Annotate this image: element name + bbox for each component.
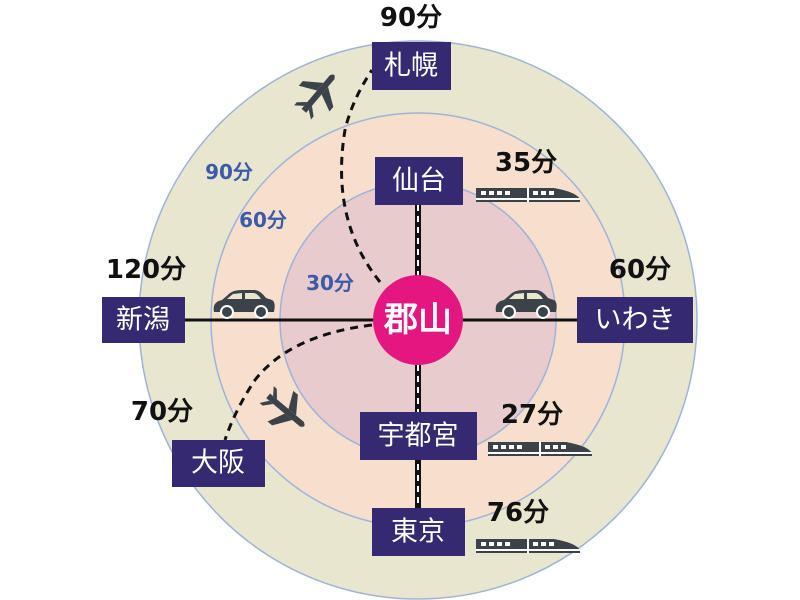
svg-text:120分: 120分 (106, 255, 186, 285)
svg-text:76分: 76分 (487, 498, 549, 528)
destination-sendai: 仙台 35分 (375, 148, 557, 205)
destination-niigata: 新潟 120分 (102, 255, 186, 343)
center-label: 郡山 (383, 300, 452, 340)
svg-text:札幌: 札幌 (384, 51, 438, 82)
svg-text:仙台: 仙台 (392, 166, 446, 197)
destination-utsunomiya: 宇都宮 27分 (360, 400, 563, 460)
center-koriyama-circle (373, 275, 463, 365)
svg-text:70分: 70分 (131, 397, 193, 427)
svg-text:90分: 90分 (380, 3, 442, 33)
svg-text:新潟: 新潟 (116, 305, 170, 336)
ring-label-60: 60分 (239, 208, 287, 232)
svg-text:宇都宮: 宇都宮 (378, 421, 459, 452)
svg-text:35分: 35分 (495, 148, 557, 178)
air-route-sapporo (340, 69, 382, 283)
svg-text:東京: 東京 (391, 517, 445, 548)
svg-text:27分: 27分 (501, 400, 563, 430)
ring-label-30: 30分 (306, 271, 354, 295)
air-route-osaka (223, 323, 373, 441)
svg-text:いわき: いわき (595, 305, 676, 336)
destination-sapporo: 札幌 90分 (372, 3, 451, 90)
destination-iwaki: いわき 60分 (577, 255, 693, 343)
svg-text:大阪: 大阪 (191, 448, 245, 479)
destination-osaka: 大阪 70分 (131, 397, 265, 487)
svg-text:60分: 60分 (609, 255, 671, 285)
destination-tokyo: 東京 76分 (372, 498, 549, 556)
ring-label-90: 90分 (205, 160, 253, 184)
